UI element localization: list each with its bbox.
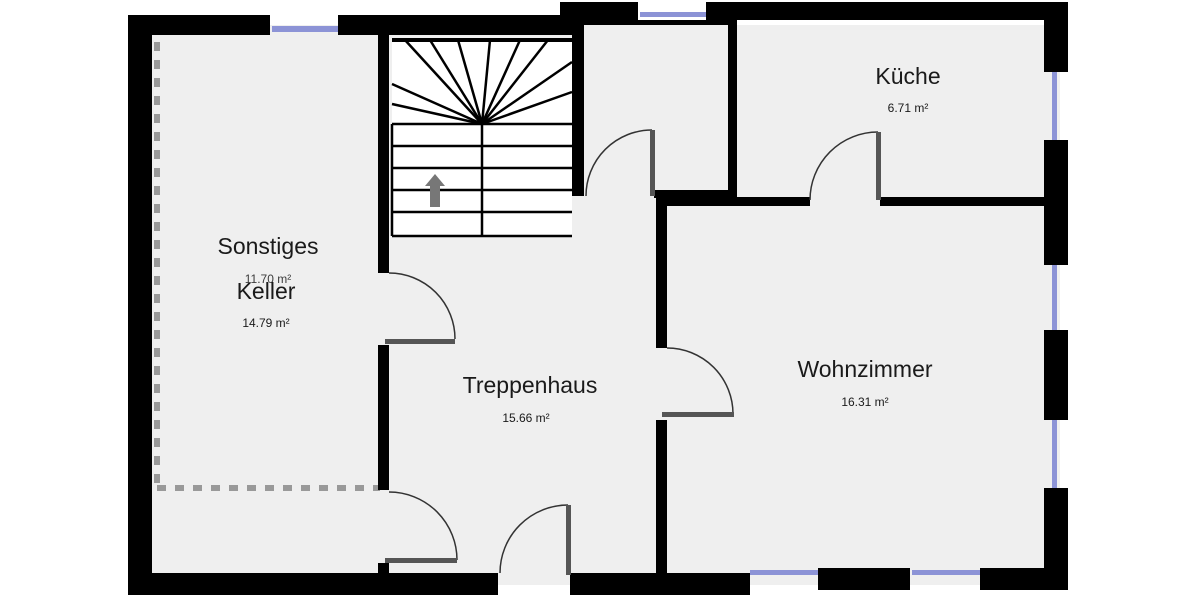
room-name-treppenhaus: Treppenhaus bbox=[463, 372, 598, 398]
floor-area bbox=[140, 25, 1060, 585]
room-name-keller: Keller bbox=[237, 278, 296, 304]
staircase bbox=[390, 38, 573, 238]
room-name-sonstiges: Sonstiges bbox=[217, 233, 318, 259]
door-keller-lower[interactable] bbox=[385, 491, 458, 563]
door-wohnzimmer[interactable] bbox=[662, 347, 734, 417]
room-area-kueche: 6.71 m² bbox=[888, 101, 929, 115]
door-hallway-upper[interactable] bbox=[585, 129, 655, 197]
door-entrance[interactable] bbox=[499, 504, 571, 575]
room-area-sonstiges: 11.70 m² bbox=[245, 272, 291, 286]
room-area-keller: 14.79 m² bbox=[242, 316, 289, 330]
door-keller-upper[interactable] bbox=[385, 272, 456, 344]
room-name-wohnzimmer: Wohnzimmer bbox=[797, 356, 932, 382]
room-name-kueche: Küche bbox=[875, 63, 940, 89]
room-area-treppenhaus: 15.66 m² bbox=[502, 411, 549, 425]
room-area-wohnzimmer: 16.31 m² bbox=[841, 395, 888, 409]
dashed-room-boundary bbox=[154, 42, 380, 491]
windows bbox=[272, 12, 1057, 575]
walls bbox=[128, 2, 1068, 595]
stair-direction-arrow bbox=[425, 174, 445, 207]
door-kueche[interactable] bbox=[809, 131, 881, 201]
